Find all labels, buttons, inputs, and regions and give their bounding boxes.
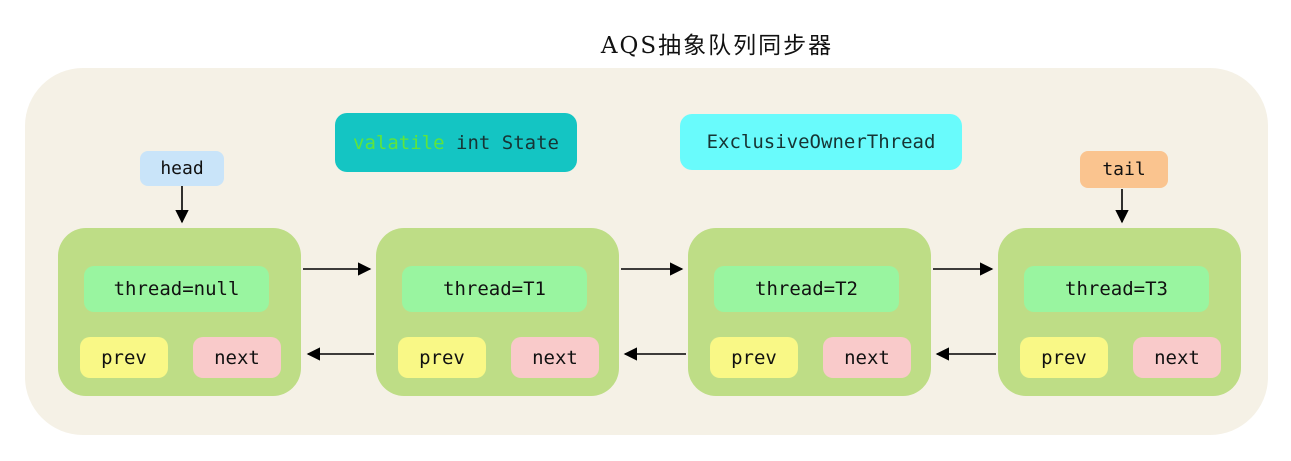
next-pointer: next bbox=[1133, 337, 1221, 378]
prev-pointer: prev bbox=[1020, 337, 1108, 378]
thread-field: thread=T2 bbox=[714, 266, 899, 312]
pointer-row: prev next bbox=[710, 337, 911, 378]
queue-node-3: thread=T3 prev next bbox=[998, 228, 1241, 396]
queue-node-0: thread=null prev next bbox=[58, 228, 301, 396]
exclusive-owner-thread-box: ExclusiveOwnerThread bbox=[680, 114, 962, 170]
pointer-row: prev next bbox=[398, 337, 599, 378]
queue-node-2: thread=T2 prev next bbox=[688, 228, 931, 396]
tail-pointer-text: tail bbox=[1102, 159, 1146, 180]
prev-pointer: prev bbox=[398, 337, 486, 378]
tail-pointer-label: tail bbox=[1080, 151, 1168, 188]
volatile-state-box: valatile int State bbox=[335, 113, 577, 172]
pointer-row: prev next bbox=[1020, 337, 1221, 378]
thread-field: thread=T1 bbox=[402, 266, 587, 312]
prev-pointer: prev bbox=[80, 337, 168, 378]
queue-node-1: thread=T1 prev next bbox=[376, 228, 619, 396]
head-pointer-text: head bbox=[160, 158, 204, 179]
thread-field: thread=null bbox=[84, 266, 269, 312]
volatile-keyword: valatile bbox=[353, 131, 445, 154]
diagram-title: AQS抽象队列同步器 bbox=[600, 33, 834, 59]
thread-field: thread=T3 bbox=[1024, 266, 1209, 312]
next-pointer: next bbox=[511, 337, 599, 378]
head-pointer-label: head bbox=[140, 151, 224, 186]
prev-pointer: prev bbox=[710, 337, 798, 378]
next-pointer: next bbox=[823, 337, 911, 378]
next-pointer: next bbox=[193, 337, 281, 378]
state-text: int State bbox=[444, 131, 559, 154]
pointer-row: prev next bbox=[80, 337, 281, 378]
